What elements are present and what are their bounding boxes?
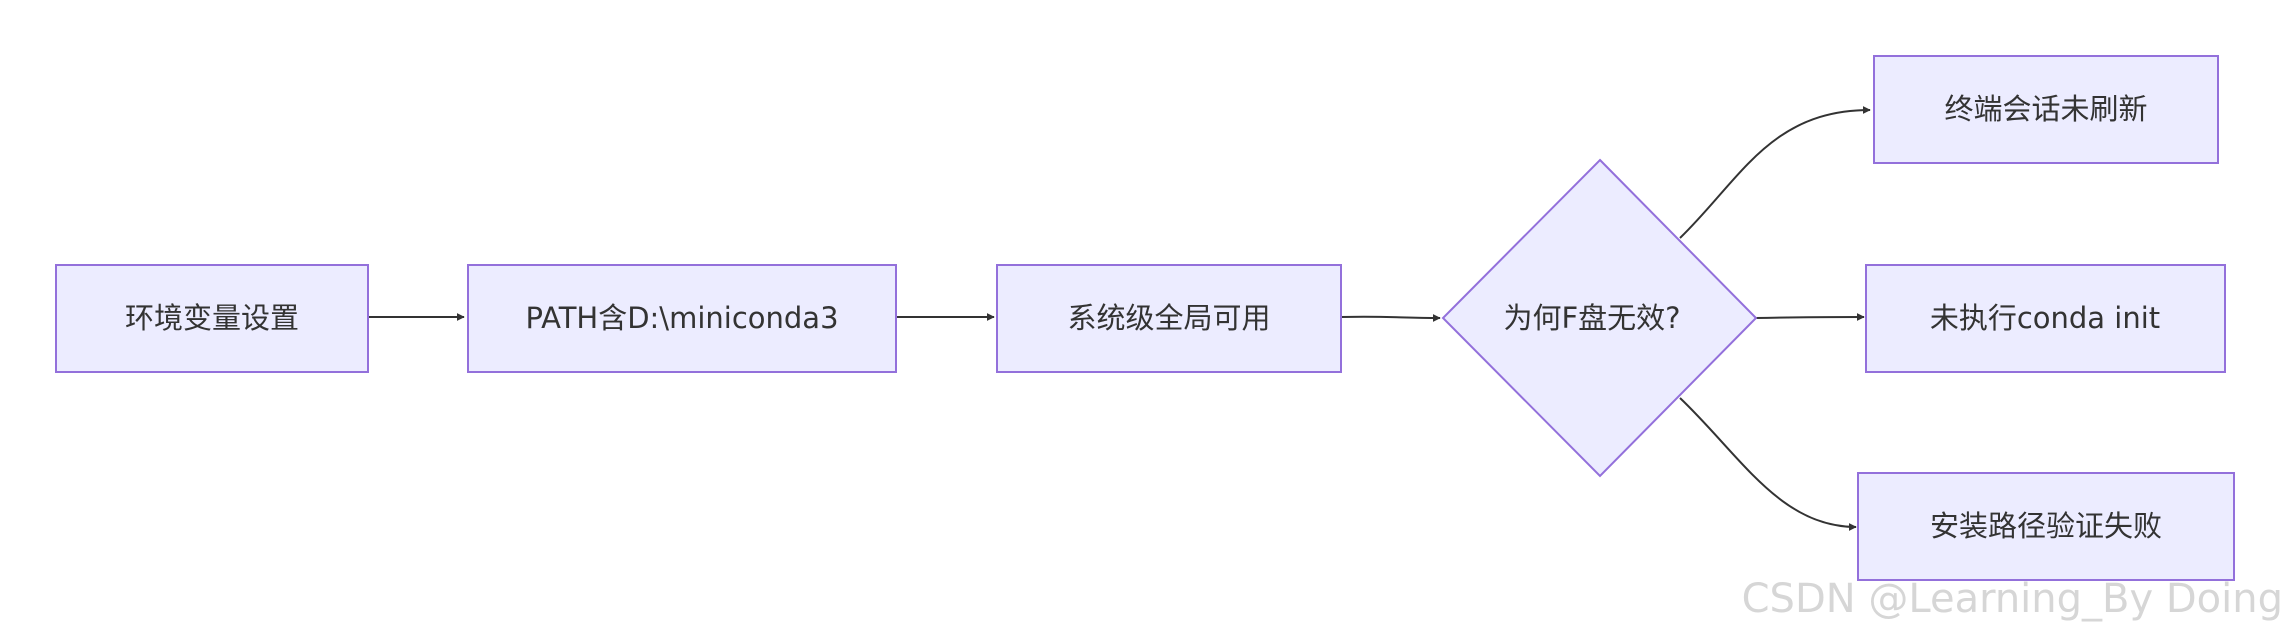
node-box [996,264,1342,373]
node-conda-init: 未执行conda init [1865,264,2226,373]
node-box [55,264,369,373]
node-decision: 为何F盘无效? [1441,158,1758,478]
edge-system-to-decision [1340,313,1441,322]
edge-decision-to-install [1679,397,1857,531]
node-box [1865,264,2226,373]
watermark: CSDN @Learning_By Doing [1742,576,2283,622]
node-system-global: 系统级全局可用 [996,264,1342,373]
node-box [467,264,897,373]
node-terminal-session: 终端会话未刷新 [1873,55,2219,164]
edge-decision-to-terminal [1679,106,1871,239]
node-label: 终端会话未刷新 [1944,92,2147,126]
node-label: 系统级全局可用 [1067,301,1270,335]
node-box [1857,472,2235,581]
node-path-contains: PATH含D:\miniconda3 [467,264,897,373]
node-label: 环境变量设置 [125,301,299,335]
node-label: 安装路径验证失败 [1930,509,2162,543]
decision-diamond [1441,158,1758,478]
node-box [1873,55,2219,164]
node-label: 未执行conda init [1930,301,2160,335]
node-install-path: 安装路径验证失败 [1857,472,2235,581]
node-label: 为何F盘无效? [1503,301,1680,335]
edges [368,106,1871,531]
node-label: PATH含D:\miniconda3 [525,301,838,335]
node-env-var-setting: 环境变量设置 [55,264,369,373]
edge-decision-to-conda-init [1755,313,1865,322]
